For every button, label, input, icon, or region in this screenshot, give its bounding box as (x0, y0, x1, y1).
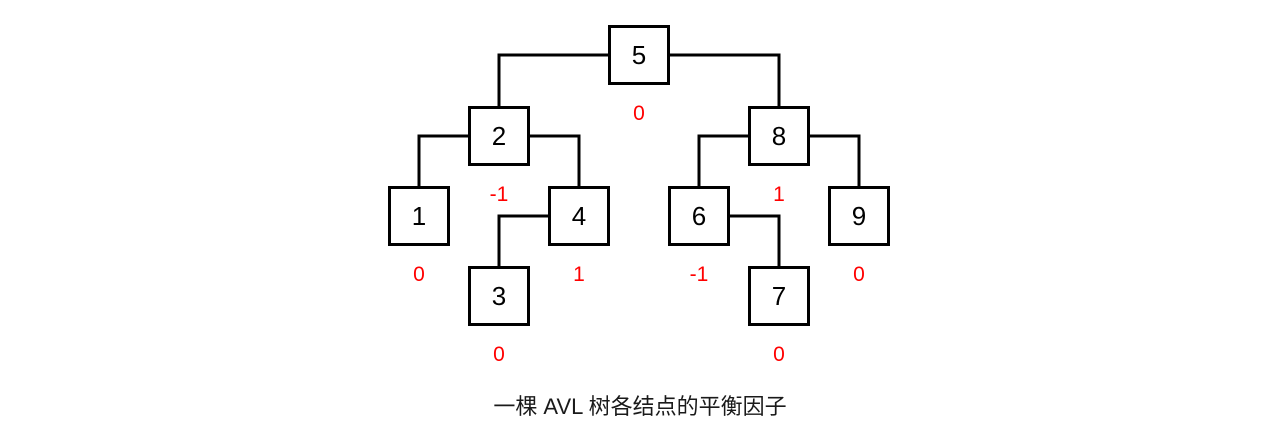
figure-caption: 一棵 AVL 树各结点的平衡因子 (493, 394, 787, 419)
tree-edge-8-9 (810, 134, 861, 186)
tree-edge-6-7 (730, 214, 781, 266)
tree-node-5[interactable]: 5 (608, 25, 670, 85)
tree-node-key-label: 3 (491, 281, 507, 311)
tree-node-9[interactable]: 9 (828, 186, 890, 246)
tree-node-2[interactable]: 2 (468, 106, 530, 166)
balance-factor-3: 0 (493, 343, 505, 366)
tree-node-key-label: 5 (631, 40, 647, 70)
balance-factor-2: -1 (489, 183, 509, 206)
tree-node-key-label: 4 (571, 201, 587, 231)
balance-factor-4: 1 (573, 263, 585, 286)
tree-edge-2-4 (530, 134, 581, 186)
tree-edge-5-2 (497, 53, 608, 106)
balance-factor-5: 0 (633, 102, 645, 125)
tree-edge-8-6 (697, 134, 748, 186)
tree-edge-2-1 (417, 134, 468, 186)
tree-node-8[interactable]: 8 (748, 106, 810, 166)
balance-factor-8: 1 (773, 183, 785, 206)
tree-edge-5-8 (670, 53, 781, 106)
tree-node-key-label: 2 (491, 121, 507, 151)
tree-node-3[interactable]: 3 (468, 266, 530, 326)
tree-node-key-label: 1 (411, 201, 427, 231)
tree-node-7[interactable]: 7 (748, 266, 810, 326)
tree-node-key-label: 6 (691, 201, 707, 231)
tree-node-4[interactable]: 4 (548, 186, 610, 246)
tree-node-key-label: 7 (771, 281, 787, 311)
tree-node-key-label: 8 (771, 121, 787, 151)
tree-node-6[interactable]: 6 (668, 186, 730, 246)
tree-node-key-label: 9 (851, 201, 867, 231)
balance-factor-1: 0 (413, 263, 425, 286)
tree-edge-4-3 (497, 214, 548, 266)
balance-factor-7: 0 (773, 343, 785, 366)
balance-factor-6: -1 (689, 263, 709, 286)
tree-node-1[interactable]: 1 (388, 186, 450, 246)
balance-factor-9: 0 (853, 263, 865, 286)
